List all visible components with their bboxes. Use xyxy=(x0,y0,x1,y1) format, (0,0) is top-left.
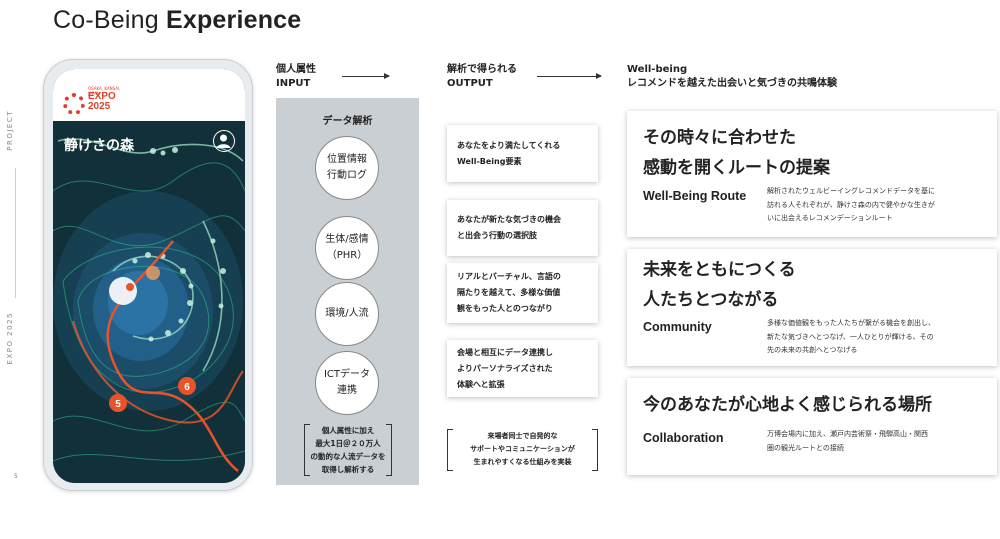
output-item-connection: リアルとバーチャル、言語の 隔たりを越えて、多様な価値 観をもった人とのつながり xyxy=(447,263,598,323)
side-label-project: PROJECT xyxy=(6,110,14,151)
side-label-expo: EXPO 2025 xyxy=(6,312,14,365)
output-item-personalize: 会場と相互にデータ連携し よりパーソナライズされた 体験へと拡張 xyxy=(447,340,598,397)
input-item-location: 位置情報 行動ログ xyxy=(315,136,379,200)
card-description: 万博会場内に加え、瀬戸内芸術祭・飛騨高山・関西 圏の観光ルートとの接続 xyxy=(767,430,928,452)
side-divider xyxy=(15,168,16,298)
input-header-line2: INPUT xyxy=(276,78,311,89)
input-item-ict: ICTデータ 連携 xyxy=(315,351,379,415)
title-normal: Co-Being xyxy=(53,6,166,34)
output-header-line2: OUTPUT xyxy=(447,78,493,89)
card-heading: 未来をともにつくる 人たちとつながる xyxy=(643,260,796,310)
page-number: 5 xyxy=(14,473,18,480)
page-title: Co-Being Experience xyxy=(53,6,301,35)
output-item-wellbeing: あなたをより満たしてくれる Well-Being要素 xyxy=(447,125,598,182)
wellbeing-card-route: その時々に合わせた 感動を開くルートの提案 Well-Being Route 解… xyxy=(627,111,997,237)
expo-logo-line2: 2025 xyxy=(88,101,111,112)
card-label: Collaboration xyxy=(643,431,724,445)
expo-logo-line1: EXPO xyxy=(88,91,116,102)
wellbeing-card-collaboration: 今のあなたが心地よく感じられる場所 Collaboration 万博会場内に加え… xyxy=(627,378,997,475)
title-bold: Experience xyxy=(165,6,302,34)
output-arrow xyxy=(537,73,602,79)
route-marker-6[interactable]: 6 xyxy=(184,382,190,393)
input-header: 個人属性 INPUT xyxy=(276,63,316,91)
output-header-line1: 解析で得られる xyxy=(447,64,517,75)
expo-logo-icon xyxy=(63,93,85,115)
wellbeing-card-community: 未来をともにつくる 人たちとつながる Community 多様な価値観をもった人… xyxy=(627,249,997,366)
route-marker-5[interactable]: 5 xyxy=(115,399,121,410)
card-description: 解析されたウェルビーイングレコメンドデータを基に 訪れる人それぞれが、静けさ森の… xyxy=(767,187,935,222)
user-icon xyxy=(216,134,231,148)
screen-title: 静けさの森 xyxy=(64,138,134,154)
card-heading: 今のあなたが心地よく感じられる場所 xyxy=(643,395,932,415)
card-label: Community xyxy=(643,320,712,334)
card-label: Well-Being Route xyxy=(643,189,747,203)
app-header xyxy=(53,69,245,121)
input-note: 個人属性に加え 最大1日＠２０万人 の動的な人流データを 取得し解析する xyxy=(304,424,392,476)
input-panel-title: データ解析 xyxy=(322,116,373,127)
forest-map[interactable]: 5 6 xyxy=(53,121,245,483)
card-description: 多様な価値観をもった人たちが繋がる機会を創出し、 新たな気づきへとつなげ、一人ひ… xyxy=(767,319,935,354)
output-note: 来場者同士で自発的な サポートやコミュニケーションが 生まれやすくなる仕組みを実… xyxy=(447,429,598,471)
output-item-choices: あなたが新たな気づきの機会 と出会う行動の選択肢 xyxy=(447,200,598,256)
input-arrow xyxy=(342,73,390,79)
input-item-phr: 生体/感情 （PHR） xyxy=(315,216,379,280)
card-heading: その時々に合わせた 感動を開くルートの提案 xyxy=(643,128,830,178)
input-header-line1: 個人属性 xyxy=(276,64,316,75)
output-header: 解析で得られる OUTPUT xyxy=(447,63,517,91)
wellbeing-header: Well-being レコメンドを越えた出会いと気づきの共鳴体験 xyxy=(627,63,837,91)
wellbeing-header-line2: レコメンドを越えた出会いと気づきの共鳴体験 xyxy=(627,78,837,89)
expo-logo-small-text: OSAKA, KANSAI, JAPAN xyxy=(88,86,121,96)
user-avatar-icon[interactable] xyxy=(213,130,235,152)
input-item-environment: 環境/人流 xyxy=(315,282,379,346)
input-panel: データ解析 位置情報 行動ログ 生体/感情 （PHR） 環境/人流 ICTデータ… xyxy=(276,98,419,485)
wellbeing-header-line1: Well-being xyxy=(627,64,688,75)
